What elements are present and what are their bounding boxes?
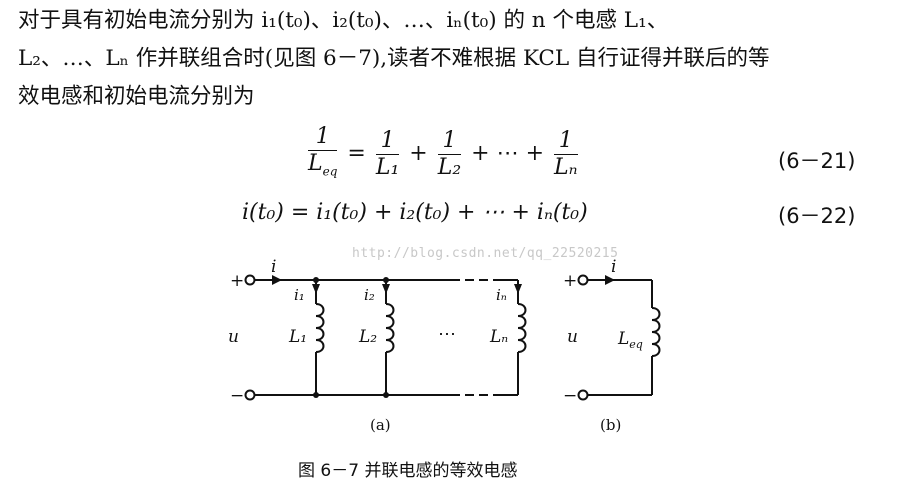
terminal-b-plus: [577, 274, 589, 286]
frac-term-n: 1 Lₙ: [554, 128, 578, 181]
terminal-a-plus: [244, 274, 256, 286]
equation-number-6-21: (6－21): [778, 149, 856, 173]
label-branch-2-current: i₂: [364, 286, 375, 304]
inductor-L2-icon: [385, 303, 395, 353]
arrow-branch-2-icon: [382, 284, 390, 294]
equation-6-22: i(t₀) = i₁(t₀) + i₂(t₀) + ⋯ + iₙ(t₀): [242, 200, 588, 225]
label-a-current: i: [271, 257, 276, 277]
frac-term-n-den: Lₙ: [554, 154, 578, 180]
inductor-Leq-icon: [651, 307, 661, 357]
figure-caption: 图 6－7 并联电感的等效电感: [298, 461, 518, 481]
frac-term-1-num: 1: [375, 128, 400, 155]
arrow-a-main-current-icon: [272, 275, 282, 285]
label-inductor-Ln: Lₙ: [489, 327, 508, 347]
terminal-b-minus: [577, 389, 589, 401]
junction-dot: [383, 392, 389, 398]
label-inductor-L1: L₁: [288, 327, 307, 347]
ellipsis-terms: + ⋯ +: [471, 141, 545, 167]
label-a-minus: −: [230, 386, 244, 406]
label-branch-n-current: iₙ: [496, 286, 507, 304]
label-inductor-L2: L₂: [358, 327, 377, 347]
arrow-b-main-current-icon: [605, 275, 615, 285]
label-a-dots: ⋯: [438, 324, 456, 345]
frac-lhs-num: 1: [308, 124, 338, 151]
label-b-minus: −: [563, 386, 577, 406]
frac-term-2: 1 L₂: [437, 128, 462, 181]
paragraph-line-1: 对于具有初始电流分别为 i₁(t₀)、i₂(t₀)、…、iₙ(t₀) 的 n 个…: [18, 8, 669, 33]
plus-sign: +: [409, 141, 428, 167]
label-inductor-Leq: Leq: [617, 329, 643, 351]
frac-term-1-den: L₁: [375, 154, 400, 180]
equation-number-6-22: (6－22): [778, 204, 856, 228]
frac-lhs: 1 Leq: [308, 124, 338, 184]
equals-sign: =: [347, 141, 366, 167]
label-figure-a: (a): [370, 416, 391, 434]
label-a-voltage: u: [228, 327, 239, 347]
frac-term-n-num: 1: [554, 128, 578, 155]
junction-dot: [313, 277, 319, 283]
frac-term-2-den: L₂: [437, 154, 462, 180]
label-b-current: i: [611, 257, 616, 277]
label-branch-1-current: i₁: [294, 286, 305, 304]
paragraph-line-3: 效电感和初始电流分别为: [18, 84, 255, 109]
frac-term-1: 1 L₁: [375, 128, 400, 181]
equation-6-21: 1 Leq = 1 L₁ + 1 L₂ + ⋯ + 1 Lₙ: [305, 124, 581, 184]
label-b-voltage: u: [567, 327, 578, 347]
junction-dot: [383, 277, 389, 283]
arrow-branch-1-icon: [312, 284, 320, 294]
inductor-L1-icon: [315, 303, 325, 353]
label-figure-b: (b): [600, 416, 621, 434]
inductor-Ln-icon: [517, 303, 527, 353]
label-a-plus: +: [230, 271, 244, 291]
frac-lhs-den: Leq: [308, 151, 338, 179]
frac-term-2-num: 1: [437, 128, 462, 155]
watermark: http://blog.csdn.net/qq_22520215: [352, 246, 619, 261]
junction-dot: [313, 392, 319, 398]
terminal-a-minus: [244, 389, 256, 401]
paragraph-line-2: L₂、…、Lₙ 作并联组合时(见图 6－7),读者不难根据 KCL 自行证得并联…: [18, 46, 770, 71]
arrow-branch-n-icon: [514, 284, 522, 294]
label-b-plus: +: [563, 271, 577, 291]
